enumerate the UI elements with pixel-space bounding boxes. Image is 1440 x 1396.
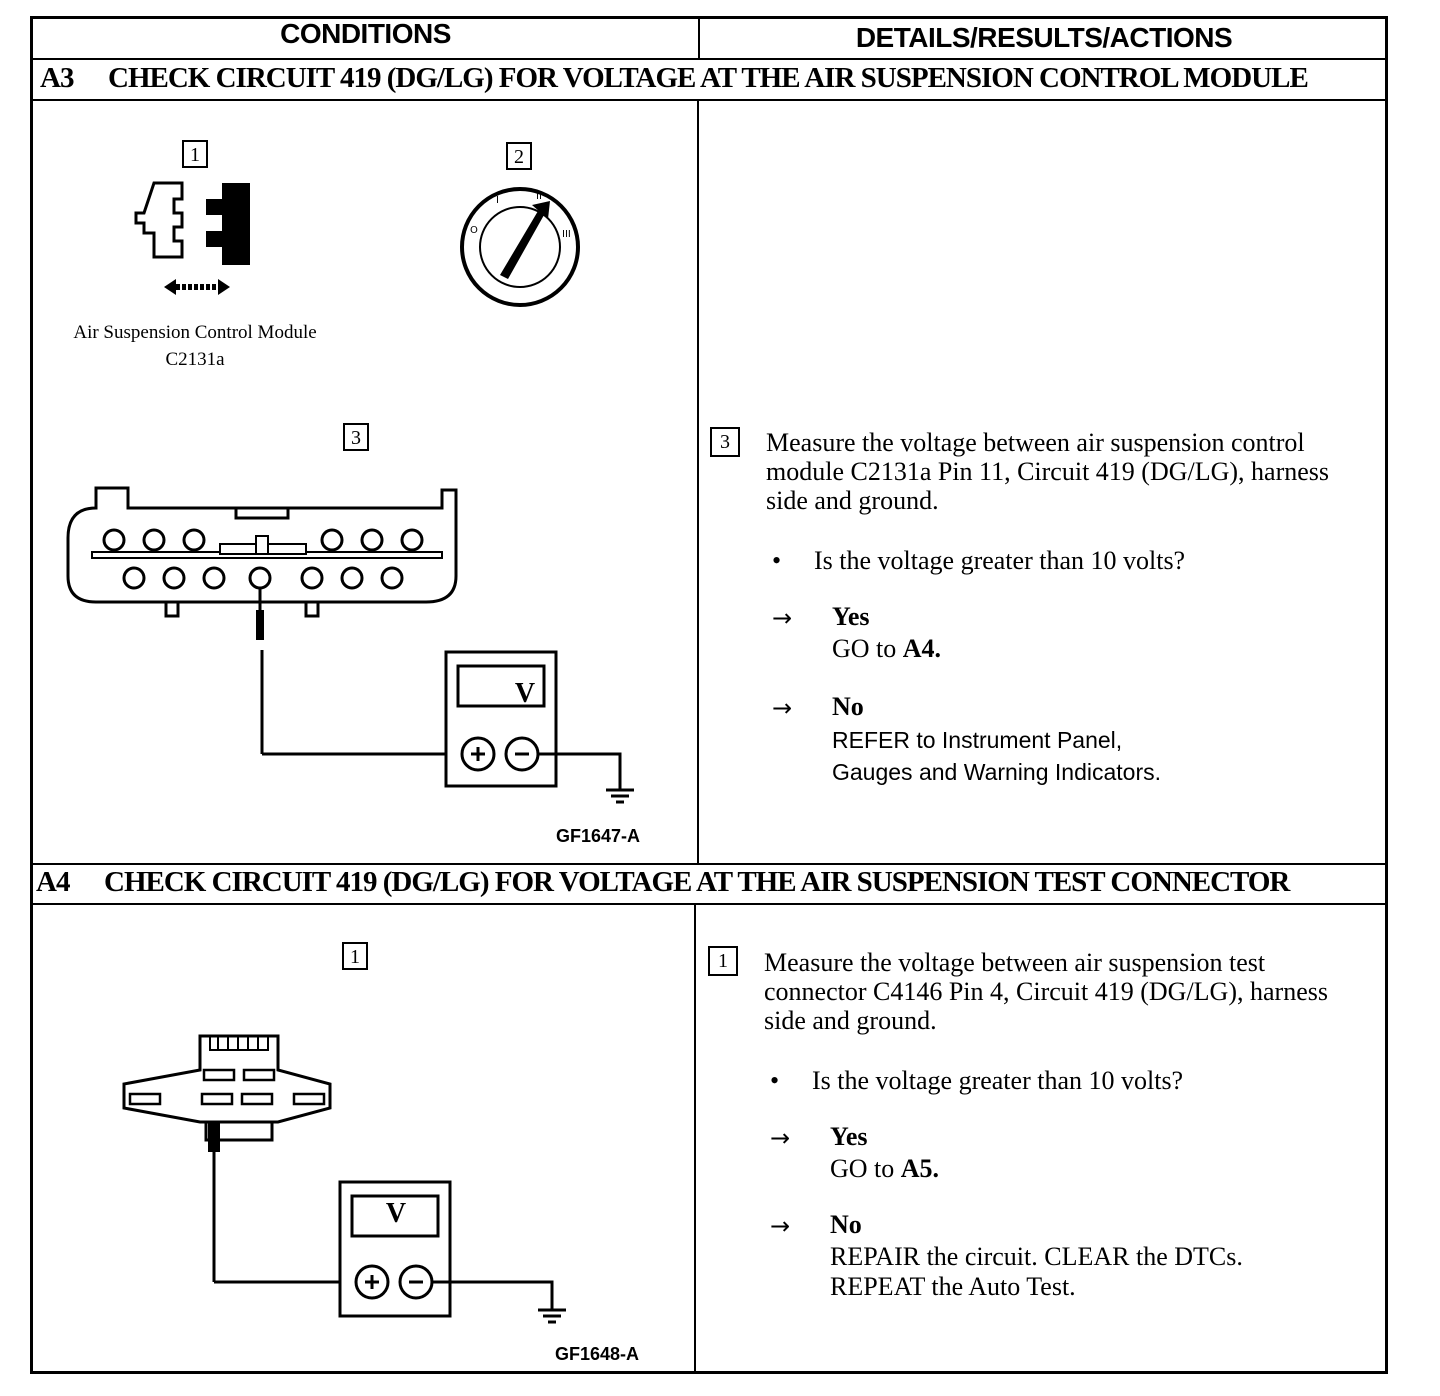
a4-no-action-line1: REPAIR the circuit. CLEAR the DTCs.: [830, 1242, 1243, 1271]
ignition-switch-icon: O I II III: [460, 187, 580, 307]
a4-column-divider: [694, 903, 696, 1373]
ignition-mark-3: III: [562, 229, 571, 240]
test-connector-icon: [122, 1034, 332, 1152]
a3-title: CHECK CIRCUIT 419 (DG/LG) FOR VOLTAGE AT…: [108, 62, 1309, 94]
a4-yes-action: GO to A5.: [830, 1154, 939, 1184]
a3-detail-step-box: 3: [710, 427, 740, 457]
a4-title-rule: [30, 903, 1388, 905]
a4-section-title: A4 CHECK CIRCUIT 419 (DG/LG) FOR VOLTAGE …: [36, 866, 1290, 899]
module-connector-icon: [66, 486, 458, 640]
ignition-mark-1: I: [496, 195, 499, 206]
a3-no-arrow-icon: →: [772, 694, 793, 722]
a3-step2-box: 2: [506, 142, 532, 170]
a4-yes-action-prefix: GO to: [830, 1154, 901, 1183]
a3-code: A3: [40, 62, 74, 94]
a4-no-arrow-icon: →: [770, 1212, 791, 1240]
a4-detail-step-box: 1: [708, 946, 738, 976]
header-divider: [698, 16, 700, 60]
a3-figure-id: GF1647-A: [556, 826, 641, 846]
a4-yes-arrow-icon: →: [770, 1124, 791, 1152]
voltmeter-icon: [260, 650, 634, 804]
a3-meter-unit: V: [514, 678, 536, 709]
a3-yes-label: Yes: [832, 602, 870, 631]
a4-figure-id: GF1648-A: [555, 1344, 640, 1364]
voltmeter-icon: [212, 1150, 566, 1324]
a3-step3-box: 3: [343, 423, 369, 451]
a3-no-action-line1: REFER to Instrument Panel,: [832, 727, 1123, 753]
a4-no-label: No: [830, 1210, 862, 1239]
module-connector-id: C2131a: [165, 349, 225, 370]
ignition-mark-0: O: [470, 225, 478, 236]
a3-yes-action-prefix: GO to: [832, 634, 903, 663]
a3-detail-text: Measure the voltage between air suspensi…: [766, 428, 1330, 515]
a3-no-action-line2: Gauges and Warning Indicators.: [832, 759, 1161, 785]
a3-yes-action-target: A4.: [902, 634, 942, 663]
conditions-header: CONDITIONS: [280, 18, 451, 49]
a4-no-action-line2: REPEAT the Auto Test.: [830, 1272, 1076, 1301]
a3-no-label: No: [832, 692, 864, 721]
a3-step1-box: 1: [182, 140, 208, 168]
connector-icon: [134, 181, 250, 295]
a4-meter-unit: V: [385, 1198, 407, 1229]
a3-title-rule: [30, 99, 1388, 101]
a4-step1-box: 1: [342, 942, 368, 970]
a3-bullet: •: [772, 546, 782, 575]
header-bottom-rule: [30, 58, 1388, 60]
a4-bullet: •: [770, 1066, 780, 1095]
ignition-mark-2: II: [536, 191, 542, 202]
diagnostic-table: [30, 16, 1388, 1374]
module-caption: Air Suspension Control Module: [73, 322, 317, 343]
a3-column-divider: [697, 99, 699, 863]
a3-section-title: A3 CHECK CIRCUIT 419 (DG/LG) FOR VOLTAGE …: [40, 62, 1309, 95]
a4-yes-label: Yes: [830, 1122, 868, 1151]
details-header: DETAILS/RESULTS/ACTIONS: [855, 22, 1233, 53]
a3-question: Is the voltage greater than 10 volts?: [814, 546, 1186, 575]
a3-yes-action: GO to A4.: [832, 634, 941, 664]
a4-detail-text: Measure the voltage between air suspensi…: [764, 948, 1328, 1035]
a3-yes-arrow-icon: →: [772, 604, 793, 632]
a4-code: A4: [36, 866, 70, 898]
a4-yes-action-target: A5.: [900, 1154, 940, 1183]
a4-top-rule: [30, 863, 1388, 865]
a4-title: CHECK CIRCUIT 419 (DG/LG) FOR VOLTAGE AT…: [104, 866, 1290, 898]
a4-question: Is the voltage greater than 10 volts?: [812, 1066, 1184, 1095]
